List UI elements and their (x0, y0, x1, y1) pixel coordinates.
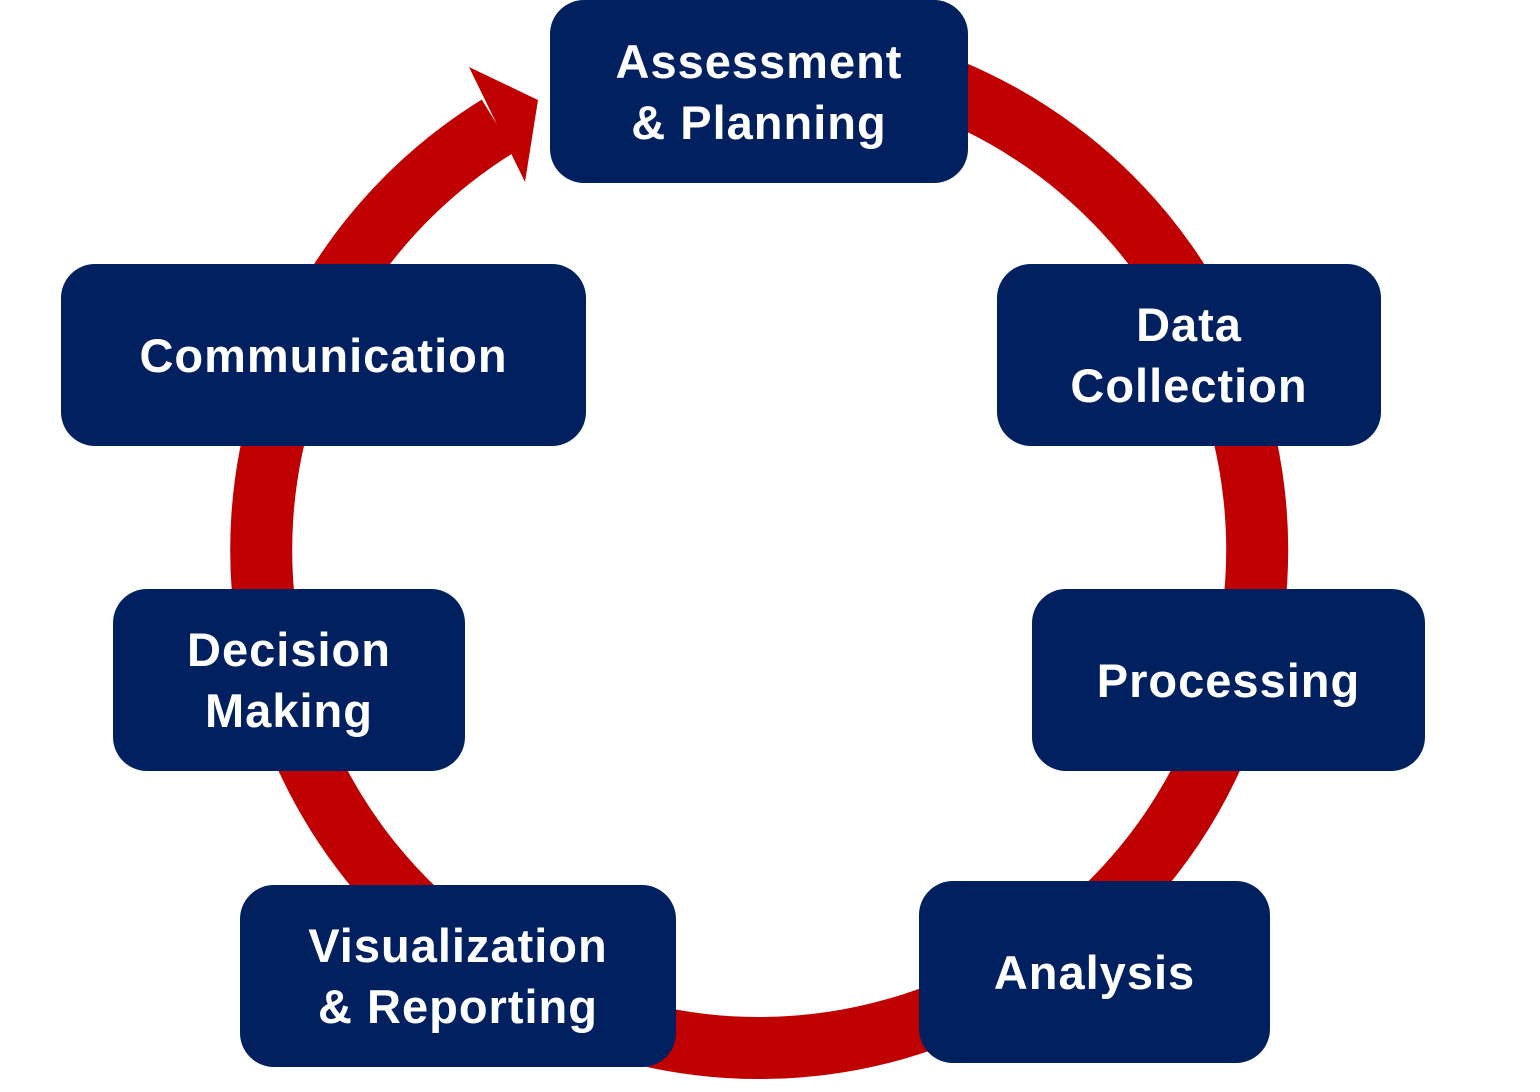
step-analysis: Analysis (919, 881, 1270, 1063)
step-label: Making (205, 684, 373, 737)
step-data-collection: Data Collection (997, 264, 1381, 446)
arrowhead-icon (469, 67, 538, 182)
step-label: & Planning (631, 95, 887, 149)
step-processing: Processing (1032, 589, 1425, 771)
step-label: Communication (139, 328, 508, 382)
step-label: Data (1136, 298, 1242, 351)
step-label: Assessment (615, 34, 903, 88)
step-communication: Communication (61, 264, 586, 446)
step-label: Visualization (308, 919, 608, 972)
step-label: Collection (1070, 359, 1308, 412)
step-label: Processing (1096, 653, 1361, 707)
step-decision-making: Decision Making (113, 589, 465, 771)
step-visualization-reporting: Visualization & Reporting (240, 885, 676, 1067)
step-label: & Reporting (318, 980, 598, 1033)
step-assessment-planning: Assessment & Planning (550, 0, 968, 183)
step-label: Decision (187, 623, 391, 676)
step-label: Analysis (993, 945, 1196, 999)
cycle-arc (230, 21, 1289, 1079)
